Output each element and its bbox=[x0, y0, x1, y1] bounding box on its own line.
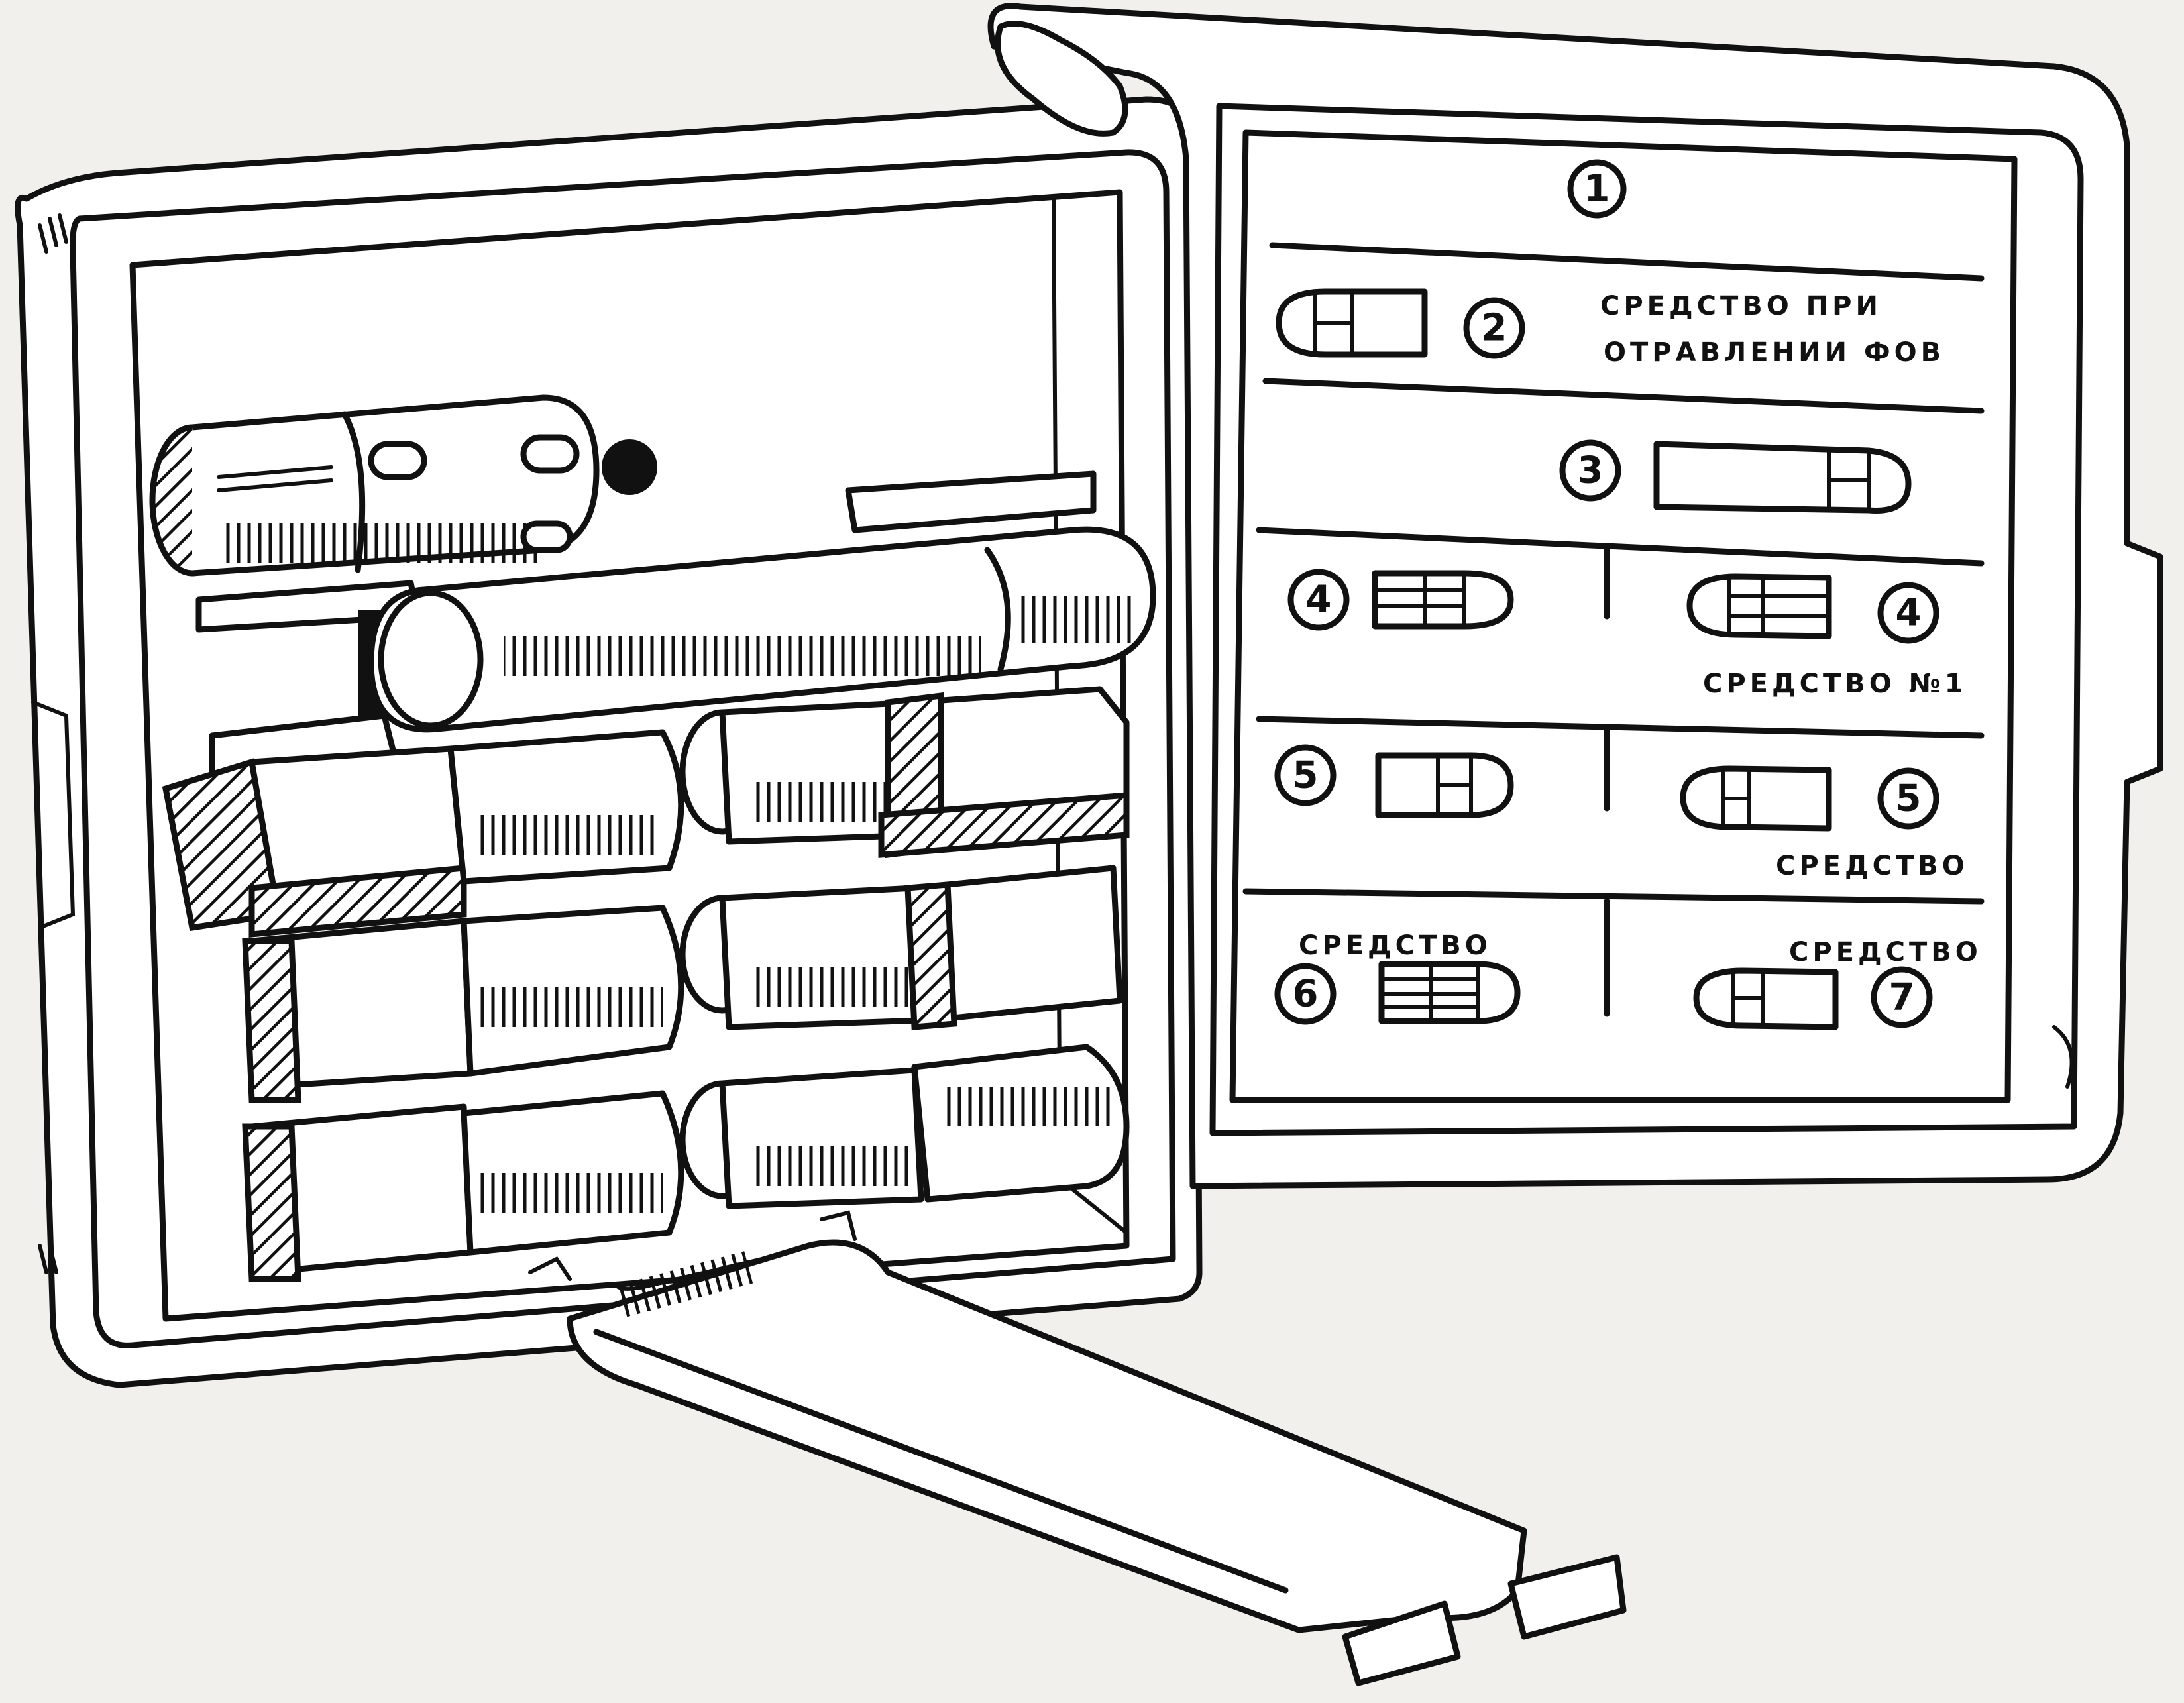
lid-diagram: 1 2 СРЕДСТВО ПРИ ОТРАВЛЕНИИ ФОВ 3 4 bbox=[1242, 159, 1985, 1030]
label-sredstvo-6: СРЕДСТВО bbox=[1299, 930, 1492, 961]
slot-marker-7: 7 bbox=[1693, 966, 1933, 1030]
kit-latch-strap bbox=[528, 1210, 1627, 1686]
label-sredstvo-7: СРЕДСТВО bbox=[1789, 937, 1982, 967]
svg-text:4: 4 bbox=[1306, 578, 1332, 622]
svg-text:5: 5 bbox=[1896, 777, 1922, 820]
svg-text:2: 2 bbox=[1482, 307, 1507, 350]
svg-text:7: 7 bbox=[1889, 976, 1915, 1019]
svg-text:3: 3 bbox=[1578, 449, 1604, 492]
slot-marker-6: 6 bbox=[1274, 961, 1521, 1025]
label-sredstvo-no1: СРЕДСТВО №1 bbox=[1703, 669, 1967, 699]
slot-marker-1: 1 bbox=[1567, 159, 1627, 219]
svg-text:4: 4 bbox=[1896, 592, 1922, 635]
syringe-tube bbox=[149, 394, 657, 633]
label-sredstvo-5: СРЕДСТВО bbox=[1776, 851, 1969, 881]
svg-text:6: 6 bbox=[1293, 973, 1319, 1016]
slot-marker-3: 3 bbox=[1559, 439, 1912, 514]
svg-text:1: 1 bbox=[1584, 168, 1610, 211]
svg-text:5: 5 bbox=[1293, 754, 1319, 797]
ampoule-compartments bbox=[149, 394, 1156, 1282]
slot-marker-5-right: 5 bbox=[1680, 765, 1939, 832]
compartment-row-1 bbox=[162, 686, 1130, 938]
slot-marker-2: 2 bbox=[1276, 288, 1525, 359]
slot-marker-5-left: 5 bbox=[1274, 744, 1514, 818]
label-sredstvo-pri: СРЕДСТВО ПРИ bbox=[1600, 291, 1882, 321]
compartment-row-3 bbox=[242, 1044, 1130, 1282]
slot-marker-4-right: 4 bbox=[1686, 573, 1939, 644]
compartment-row-2 bbox=[242, 865, 1123, 1103]
long-tube bbox=[358, 470, 1156, 736]
slot-marker-4-left: 4 bbox=[1287, 569, 1514, 631]
label-otravlenii-fov: ОТРАВЛЕНИИ ФОВ bbox=[1604, 337, 1945, 368]
